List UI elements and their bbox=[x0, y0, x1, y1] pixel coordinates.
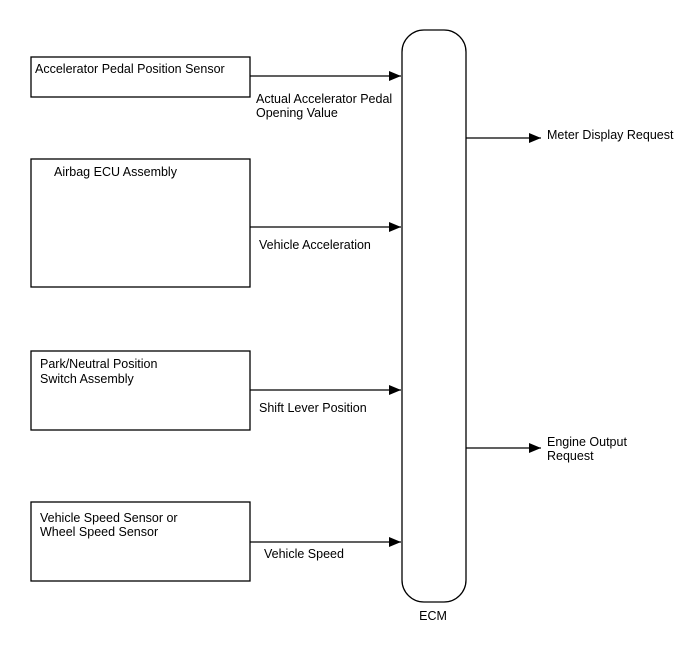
input-park-neutral-position-switch: Park/Neutral Position Switch Assembly Sh… bbox=[30, 350, 401, 431]
ecm-block: ECM bbox=[401, 29, 467, 623]
signal-label-line: Vehicle Acceleration bbox=[259, 238, 371, 252]
source-label-line: Wheel Speed Sensor bbox=[40, 525, 158, 539]
source-label-line: Accelerator Pedal Position Sensor bbox=[35, 62, 225, 76]
output-label-line: Meter Display Request bbox=[547, 128, 674, 142]
signal-label-line: Actual Accelerator Pedal bbox=[256, 92, 392, 106]
ecm-block-shape bbox=[401, 29, 467, 603]
source-box bbox=[30, 56, 251, 98]
signal-label-line: Opening Value bbox=[256, 106, 338, 120]
output-meter-display-request: Meter Display Request bbox=[466, 128, 674, 143]
input-airbag-ecu-assembly: Airbag ECU Assembly Vehicle Acceleration bbox=[30, 158, 401, 288]
source-label-line: Vehicle Speed Sensor or bbox=[40, 511, 178, 525]
signal-label-line: Shift Lever Position bbox=[259, 401, 367, 415]
output-engine-output-request: Engine Output Request bbox=[466, 435, 627, 463]
source-label-line: Switch Assembly bbox=[40, 372, 135, 386]
output-label-line: Request bbox=[547, 449, 594, 463]
source-label-line: Park/Neutral Position bbox=[40, 357, 157, 371]
source-label-line: Airbag ECU Assembly bbox=[54, 165, 178, 179]
output-label-line: Engine Output bbox=[547, 435, 627, 449]
input-accelerator-pedal-position-sensor: Accelerator Pedal Position Sensor Actual… bbox=[30, 56, 401, 120]
input-vehicle-speed-sensor: Vehicle Speed Sensor or Wheel Speed Sens… bbox=[30, 501, 401, 582]
ecm-label: ECM bbox=[419, 609, 447, 623]
source-box bbox=[30, 158, 251, 288]
source-box bbox=[30, 501, 251, 582]
source-box bbox=[30, 350, 251, 431]
signal-label-line: Vehicle Speed bbox=[264, 547, 344, 561]
